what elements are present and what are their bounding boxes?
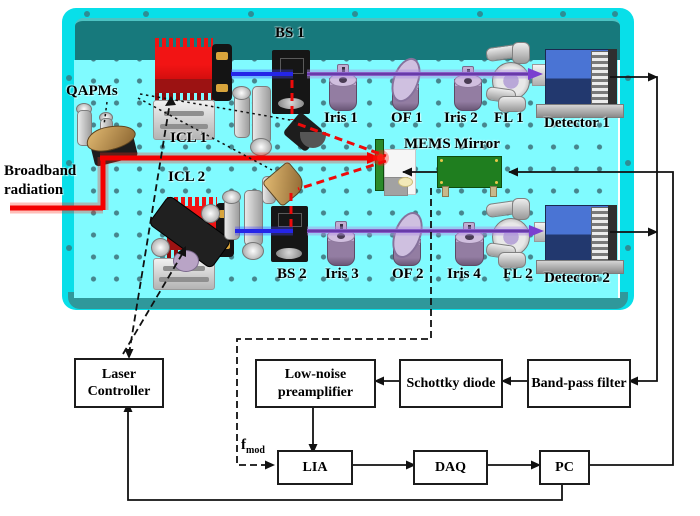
label-mems-mirror: MEMS Mirror [404, 136, 500, 152]
detector2-column [608, 205, 617, 260]
screw [625, 75, 631, 81]
pc-box: PC [539, 450, 590, 485]
icl1-collimator-detail [216, 84, 228, 92]
screw [352, 11, 358, 17]
laser-controller-box: Laser Controller [74, 358, 164, 408]
icl1-heatsink-fins-top [155, 38, 213, 47]
mems-driver-board [437, 156, 502, 188]
bs2-lens [276, 248, 302, 259]
preamplifier-box: Low-noise preamplifier [255, 359, 376, 408]
mount-cap [222, 190, 241, 204]
bs1-lens [278, 98, 304, 109]
icl1-laser-base [155, 79, 213, 93]
screw [560, 11, 566, 17]
screw [612, 11, 618, 17]
bs1-marking [280, 58, 304, 74]
label-fl1: FL 1 [494, 110, 524, 126]
daq-box: DAQ [413, 450, 488, 485]
fl-knob [512, 42, 530, 64]
label-detector1: Detector 1 [544, 115, 610, 131]
label-qapms: QAPMs [66, 83, 118, 99]
bs2-beamsplitter [271, 206, 308, 262]
mount-knob [201, 204, 220, 223]
mems-mirror-chip [375, 139, 384, 191]
pcb-pad [440, 181, 443, 184]
lia-box: LIA [277, 450, 353, 485]
iris3-body [327, 229, 355, 266]
fl-base [498, 96, 526, 112]
label-of1: OF 1 [391, 110, 423, 126]
mount-post [244, 190, 263, 246]
fmod-sub: mod [246, 445, 265, 456]
label-icl1: ICL 1 [170, 130, 208, 146]
bandpass-filter-box: Band-pass filter [527, 359, 631, 408]
bs2-marking [278, 213, 302, 227]
fl-knob [512, 198, 530, 220]
screw [248, 11, 254, 17]
mount-base [173, 250, 199, 272]
bracket-slot [159, 277, 209, 282]
label-of2: OF 2 [392, 266, 424, 282]
label-iris4: Iris 4 [447, 266, 481, 282]
detector1-column [608, 49, 617, 104]
iris4-body [455, 230, 484, 266]
icl1-collimator-detail [216, 52, 228, 60]
screw [143, 11, 149, 17]
mount-post [224, 198, 240, 240]
iris2-body [454, 74, 482, 111]
screw [66, 245, 72, 251]
screw [625, 245, 631, 251]
bracket-slot [164, 111, 204, 116]
label-iris1: Iris 1 [324, 110, 358, 126]
fl2-focusing-lens [485, 198, 532, 268]
label-icl2: ICL 2 [168, 169, 206, 185]
label-detector2: Detector 2 [544, 270, 610, 286]
screw [625, 160, 631, 166]
label-bs1: BS 1 [275, 25, 305, 41]
screw [84, 11, 90, 17]
pcb-pad [440, 159, 443, 162]
mount-cap [232, 86, 251, 100]
mems-mount-detail [398, 177, 413, 187]
mount-post [252, 86, 271, 144]
steering-mounts-top [232, 84, 274, 158]
label-fl2: FL 2 [503, 266, 533, 282]
fl1-focusing-lens [485, 42, 532, 112]
mount-post [234, 94, 250, 138]
screw [477, 11, 483, 17]
label-iris3: Iris 3 [325, 266, 359, 282]
label-bs2: BS 2 [277, 266, 307, 282]
mount-cap [250, 138, 272, 156]
pcb-leg [490, 186, 497, 197]
bracket-slot [160, 124, 208, 129]
bs1-beamsplitter [272, 50, 310, 114]
label-iris2: Iris 2 [444, 110, 478, 126]
screw [66, 75, 72, 81]
schottky-diode-box: Schottky diode [399, 359, 503, 408]
pcb-pad [495, 181, 498, 184]
pcb-leg [442, 186, 449, 197]
fmod-label: fmod [241, 437, 265, 456]
mount-cap [242, 242, 264, 260]
label-broadband-radiation: Broadband radiation [4, 163, 77, 198]
mount-knob [151, 238, 170, 257]
pcb-pad [495, 159, 498, 162]
iris1-body [329, 73, 357, 111]
icl1-laser-body [155, 47, 213, 79]
